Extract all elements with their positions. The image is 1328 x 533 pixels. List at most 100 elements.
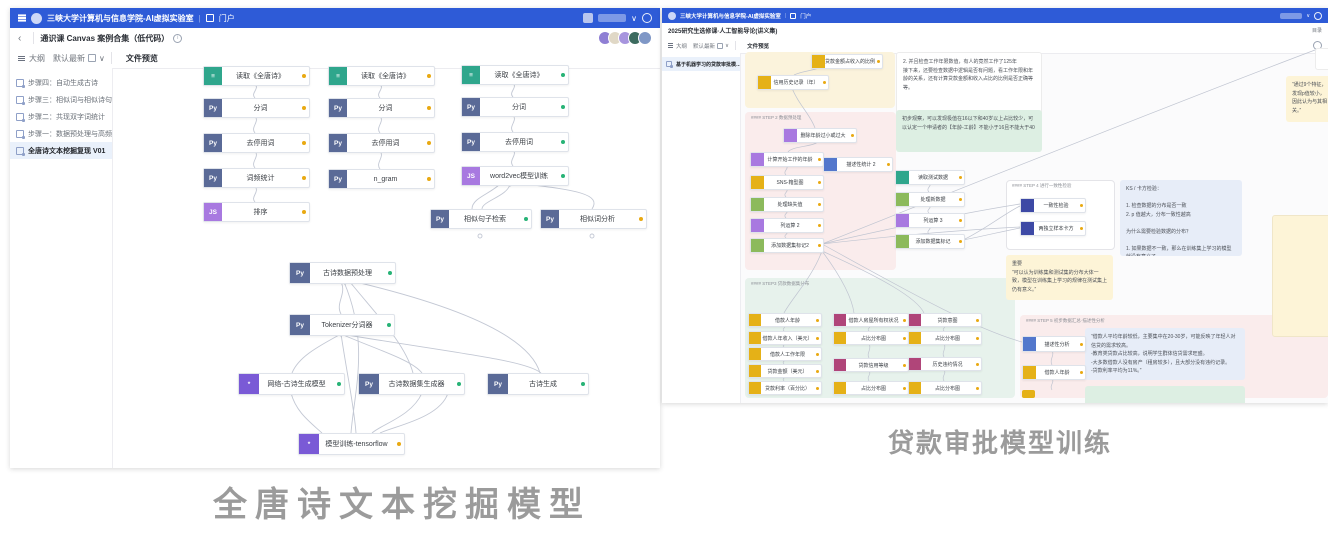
breadcrumb: 通识课 Canvas 案例合集（低代码） <box>40 33 170 43</box>
canvas-node[interactable]: 贷款利率（百分比） <box>748 381 822 395</box>
canvas-node[interactable]: 列运算 2 <box>750 218 824 233</box>
chevron-down-icon[interactable]: ∨ <box>631 13 637 23</box>
sidebar-item-step3[interactable]: 步骤三：相似词与相似诗句… <box>10 91 112 108</box>
bell-icon[interactable] <box>1314 11 1322 20</box>
canvas-node[interactable]: 借款人年龄 <box>748 313 822 327</box>
chevron-down-icon[interactable]: ∨ <box>99 53 105 63</box>
canvas-node[interactable]: 一致性检验 <box>1020 198 1086 213</box>
canvas-node[interactable]: 贷款信用等级 <box>833 358 909 372</box>
chart-icon <box>749 382 761 394</box>
outline-toggle[interactable]: 大纲 <box>29 53 45 63</box>
canvas-node[interactable]: 列运算 3 <box>895 213 965 228</box>
bell-icon[interactable] <box>642 13 652 23</box>
canvas-node[interactable]: *网络-古诗生成模型 <box>238 373 345 395</box>
note-important[interactable]: 重要 “可以认为训练集和测试集的分布大体一致，模型在训练集上学习的规律在测试集上… <box>1006 255 1113 300</box>
portal-link[interactable]: 门户 <box>800 13 812 20</box>
sidebar-item-active[interactable]: 全唐诗文本挖掘复现 V01 <box>10 142 112 159</box>
canvas-node[interactable]: 两独立样本卡方 <box>1020 221 1086 236</box>
sidebar-item-active[interactable]: 基于机器学习的贷款审批模… <box>662 57 740 71</box>
canvas-node[interactable]: 计算开始工作的年龄 <box>750 152 824 167</box>
canvas-node[interactable]: 贷款意图 <box>908 313 982 327</box>
canvas-node-partial[interactable] <box>1022 390 1035 398</box>
sort-select[interactable]: 默认最新 <box>693 43 716 50</box>
user-avatar[interactable] <box>583 13 594 23</box>
canvas-node[interactable]: 贷款金额（美元） <box>748 364 822 378</box>
canvas-node[interactable]: 占比分布图 <box>833 331 909 345</box>
toc-link[interactable]: 目录 <box>1311 28 1322 34</box>
canvas-node[interactable]: 占比分布图 <box>908 381 982 395</box>
note-side-tall[interactable] <box>1272 215 1328 337</box>
status-dot <box>877 60 880 63</box>
canvas-node[interactable]: 借款人工作年限 <box>748 347 822 361</box>
note-green-partial[interactable] <box>1085 386 1245 403</box>
note-observation[interactable]: 2. 并且检查工作年限数值，有人的竟然工作了125年接下来，还要检查数据中逻辑是… <box>896 52 1042 115</box>
external-link-icon[interactable] <box>717 42 724 49</box>
canvas-node[interactable]: 描述性统计 2 <box>823 157 893 172</box>
portal-icon <box>205 14 214 22</box>
canvas-node[interactable]: SNS-箱型图 <box>750 175 824 190</box>
canvas-node[interactable]: ≡读取《全唐诗》 <box>461 65 569 85</box>
portal-link[interactable]: 门户 <box>218 13 235 23</box>
outline-toggle[interactable]: 大纲 <box>676 43 688 50</box>
screenshot-left-app: 三峡大学计算机与信息学院-AI虚拟实验室 | 门户 ∨ ‹ 通识课 Canvas… <box>10 8 660 468</box>
canvas-node[interactable]: 读取测试数据 <box>895 170 965 185</box>
canvas-node[interactable]: 处理新数据 <box>895 192 965 207</box>
sidebar-item-step2[interactable]: 步骤二：共现双字词统计 <box>10 108 112 125</box>
canvas-node[interactable]: 借款人年收入（美元） <box>748 331 822 345</box>
sidebar-item-step1[interactable]: 步骤一：数据预处理与高频… <box>10 125 112 142</box>
sidebar-item-label: 步骤四：自动生成古诗 <box>28 79 98 87</box>
note-green[interactable]: 初步观察，可以发现极值在16以下和40岁以上占比较少，可以认定一个申请者的【年龄… <box>896 110 1042 152</box>
note-ks-test[interactable]: KS / 卡方检验： 1. 检查数据的分布是否一致 2. p 值越大，分布一致性… <box>1120 180 1242 256</box>
canvas-node[interactable]: 删除年龄过小或过大 <box>783 128 857 143</box>
collaborator-avatar[interactable] <box>638 31 652 45</box>
back-button[interactable]: ‹ <box>18 32 22 44</box>
canvas-mini-panel[interactable] <box>1315 48 1328 70</box>
canvas-node[interactable]: ≡读取《全唐诗》 <box>328 66 435 86</box>
canvas-node[interactable]: 添加数据集标记 <box>895 234 965 249</box>
menu-icon[interactable] <box>18 17 26 19</box>
canvas-node[interactable]: *模型训练-tensorflow <box>298 433 405 455</box>
node-label: 计算开始工作的年龄 <box>767 157 813 163</box>
canvas-node[interactable]: 处理缺失值 <box>750 197 824 212</box>
note-side[interactable]: “通过9个特征，发现p值较小，因此认为与其相关。” <box>1286 76 1328 122</box>
external-link-icon[interactable] <box>88 54 96 62</box>
canvas-node[interactable]: 信用历史记录（年） <box>757 75 829 90</box>
tab-file-preview[interactable]: 文件预览 <box>747 43 770 50</box>
canvas-node[interactable]: ≡读取《全唐诗》 <box>203 66 310 86</box>
canvas-node[interactable]: 占比分布图 <box>908 331 982 345</box>
canvas-node[interactable]: 添加数据集标记2 <box>750 238 824 253</box>
canvas-node[interactable]: 贷款金额占收入的比例 <box>811 54 883 69</box>
note-step5-summary[interactable]: “借款人平均年龄较低，主要集中在20-30岁，可能反映了年轻人对信贷的需求较高。… <box>1085 328 1245 380</box>
status-dot <box>818 244 821 247</box>
sort-select[interactable]: 默认最新 <box>53 53 85 63</box>
info-icon[interactable]: i <box>173 33 183 43</box>
canvas-node[interactable]: 描述性分析 <box>1022 336 1086 352</box>
sidebar: 步骤四：自动生成古诗 步骤三：相似词与相似诗句… 步骤二：共现双字词统计 步骤一… <box>10 68 113 468</box>
chevron-down-icon[interactable]: ∨ <box>725 42 730 49</box>
transform-icon <box>751 219 764 232</box>
canvas-node[interactable]: 借款人房屋所有权状况 <box>833 313 909 327</box>
node-label: 占比分布图 <box>860 335 886 342</box>
tab-file-preview[interactable]: 文件预览 <box>125 53 158 63</box>
chevron-down-icon[interactable]: ∨ <box>1306 12 1310 19</box>
canvas-node[interactable]: 占比分布图 <box>833 381 909 395</box>
canvas-node[interactable]: 借款人年龄 <box>1022 365 1086 380</box>
sidebar-item-step4[interactable]: 步骤四：自动生成古诗 <box>10 74 112 91</box>
canvas-node[interactable]: 历史违约情况 <box>908 357 982 371</box>
